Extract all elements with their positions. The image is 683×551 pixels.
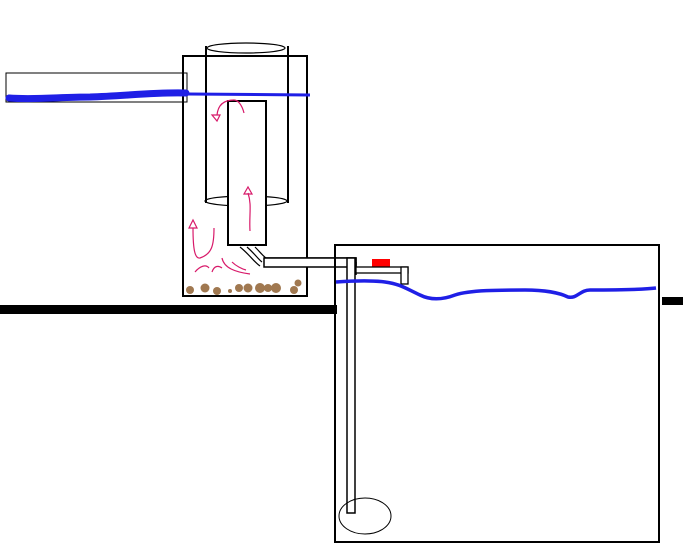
standpipe-cylinder (204, 42, 289, 207)
transfer-pipe (263, 257, 357, 268)
pump-intake-ring (338, 497, 392, 535)
red-float-valve (372, 259, 390, 267)
gravel-stone (243, 283, 253, 293)
gravel-stone (255, 283, 265, 293)
upper-filter-tank (182, 55, 308, 297)
float-valve-arm (355, 266, 409, 274)
riser-elbow (239, 246, 267, 267)
flow-arrows (188, 99, 254, 275)
gravel-stone (235, 284, 243, 292)
water-line-lower (335, 279, 657, 301)
gravel-stone (186, 286, 194, 294)
gravel-stone (228, 289, 232, 293)
lower-sump-tank (334, 244, 660, 543)
inner-riser-tube (227, 100, 267, 246)
gravel-stone (213, 287, 221, 295)
drop-pipe (346, 257, 357, 514)
flow-arrow-top-curl (210, 99, 245, 123)
gravel-bed (186, 279, 302, 295)
gravel-stone (200, 283, 210, 293)
water-line-upper (5, 89, 311, 103)
flow-arrow-left-up (188, 218, 251, 275)
float-valve-assembly (355, 259, 409, 285)
gravel-stone (271, 283, 281, 293)
gravel-stone (264, 284, 272, 292)
gravel-stone (290, 286, 298, 294)
overflow-trough (5, 72, 188, 103)
flow-arrow-riser-up (242, 185, 254, 232)
float-valve-stem (400, 266, 409, 285)
gravel-stone (294, 279, 302, 287)
ground-line (0, 297, 683, 314)
